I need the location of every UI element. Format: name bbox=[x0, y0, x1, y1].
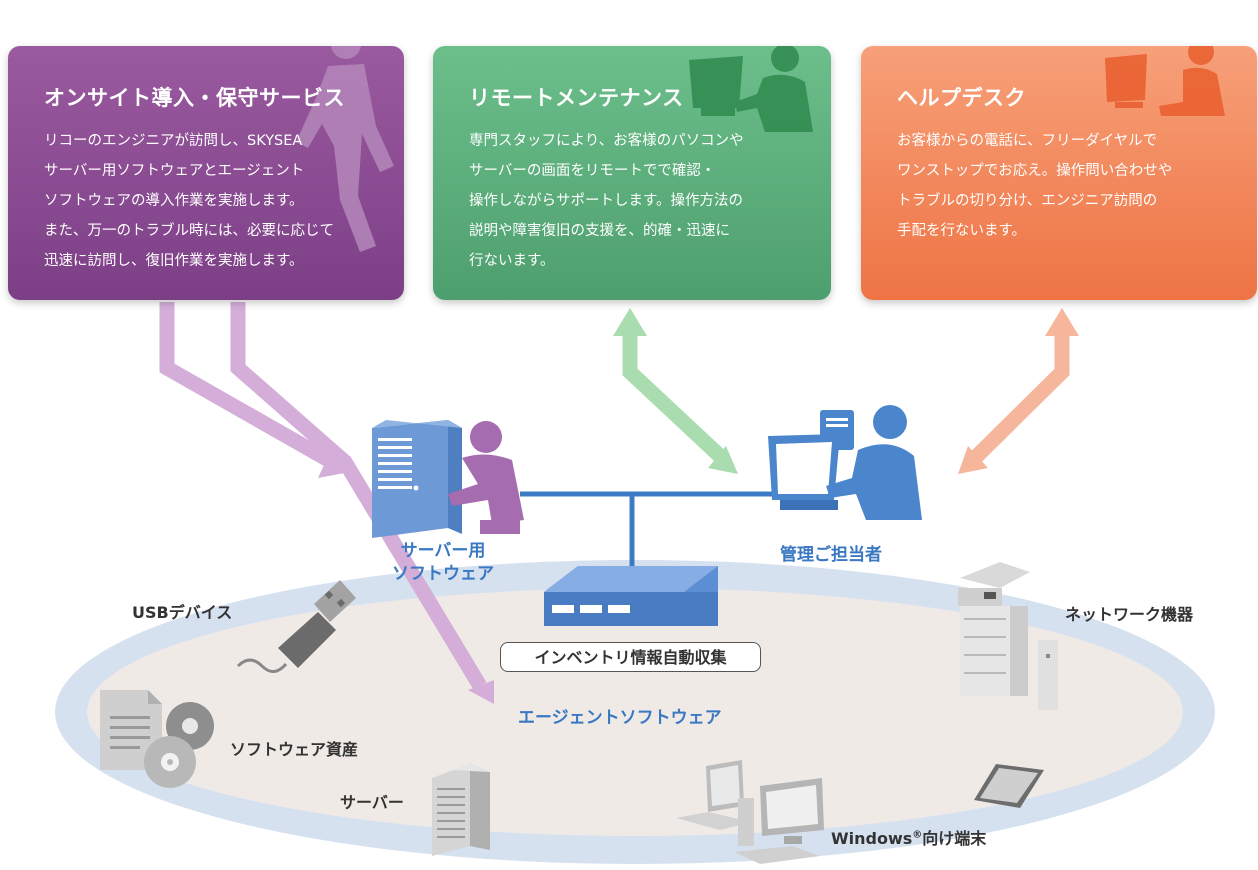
network-devices-label: ネットワーク機器 bbox=[1065, 605, 1194, 624]
server-label: サーバー bbox=[340, 793, 404, 812]
helpdesk-description: お客様からの電話に、フリーダイヤルで ワンストップでお応え。操作問い合わせや ト… bbox=[897, 133, 1173, 239]
remote-maintenance-box: リモートメンテナンス 専門スタッフにより、お客様のパソコンや サーバーの画面をリ… bbox=[433, 46, 831, 300]
tablet-icon bbox=[974, 764, 1044, 808]
helpdesk-title: ヘルプデスク bbox=[897, 86, 1026, 110]
onsite-service-box: オンサイト導入・保守サービス リコーのエンジニアが訪問し、SKYSEA サーバー… bbox=[8, 46, 404, 300]
remote-description: 専門スタッフにより、お客様のパソコンや サーバーの画面をリモートでで確認・ 操作… bbox=[469, 133, 744, 269]
onsite-arrows bbox=[159, 302, 494, 704]
laptop-icon bbox=[676, 760, 752, 830]
multifunction-printer-icon bbox=[958, 562, 1058, 710]
server-software-label: サーバー用 ソフトウェア bbox=[392, 541, 494, 584]
inventory-collection-label: インベントリ情報自動収集 bbox=[500, 642, 761, 672]
usb-plug-icon bbox=[236, 580, 356, 673]
network-lines bbox=[520, 491, 780, 568]
person-at-computer-icon bbox=[689, 46, 813, 132]
onsite-description: リコーのエンジニアが訪問し、SKYSEA サーバー用ソフトウェアとエージェント … bbox=[44, 133, 334, 269]
headset-operator-icon bbox=[1105, 46, 1225, 116]
helpdesk-arrow bbox=[958, 308, 1079, 474]
admin-person-icon bbox=[768, 405, 922, 520]
helpdesk-box: ヘルプデスク お客様からの電話に、フリーダイヤルで ワンストップでお応え。操作問… bbox=[861, 46, 1257, 300]
admin-label: 管理ご担当者 bbox=[780, 545, 882, 565]
agent-software-label: エージェントソフトウェア bbox=[518, 708, 722, 728]
document-disc-icon bbox=[100, 690, 214, 788]
windows-terminal-label: Windows®向け端末 bbox=[831, 829, 987, 848]
remote-arrow bbox=[613, 308, 738, 474]
software-assets-label: ソフトウェア資産 bbox=[230, 740, 359, 759]
usb-device-label: USBデバイス bbox=[132, 603, 233, 622]
rack-server-icon bbox=[432, 764, 490, 856]
network-area bbox=[87, 588, 1183, 836]
technician-icon bbox=[448, 421, 524, 534]
server-tower-icon bbox=[372, 420, 462, 538]
desktop-pc-icon bbox=[734, 778, 824, 864]
onsite-title: オンサイト導入・保守サービス bbox=[44, 86, 345, 110]
network-appliance-icon bbox=[544, 566, 718, 626]
running-person-icon bbox=[296, 46, 394, 252]
remote-title: リモートメンテナンス bbox=[469, 86, 684, 110]
